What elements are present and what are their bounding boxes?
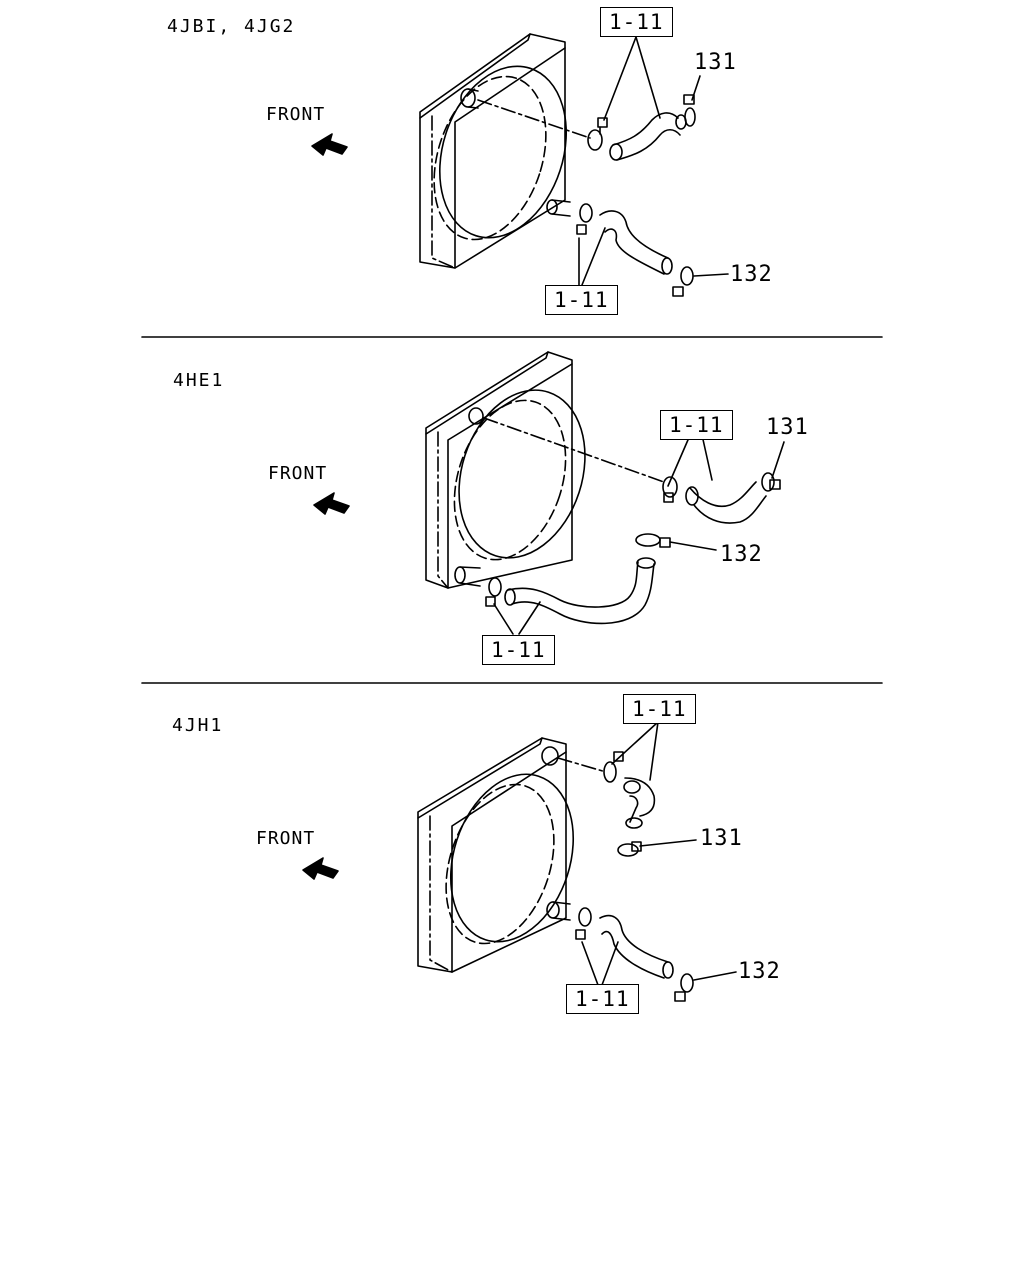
front-arrow-icon <box>302 857 339 880</box>
engine-label: 4JBI, 4JG2 <box>167 16 296 37</box>
lower-outlet-pipe <box>546 901 560 919</box>
panel-3-drawing <box>302 721 737 1002</box>
upper-radiator-hose <box>689 481 767 524</box>
reference-box-upper[interactable]: 1-11 <box>623 694 696 724</box>
lower-hose-clamp <box>579 203 593 223</box>
upper-hose-clamp <box>662 476 678 498</box>
part-number-upper-clamp[interactable]: 131 <box>700 826 743 851</box>
reference-box-lower[interactable]: 1-11 <box>566 984 639 1014</box>
hose-clamp-132 <box>680 266 694 286</box>
upper-radiator-hose <box>612 112 681 161</box>
hose-clamp-131 <box>684 107 696 127</box>
engine-label: 4JH1 <box>172 715 224 736</box>
upper-hose-clamp <box>603 761 617 783</box>
front-arrow-icon <box>313 492 350 515</box>
reference-box-lower[interactable]: 1-11 <box>545 285 618 315</box>
hose-clamp-131 <box>617 843 639 857</box>
hose-clamp-132 <box>680 973 694 993</box>
engine-label: 4HE1 <box>173 370 225 391</box>
radiator-shroud <box>425 351 586 589</box>
upper-radiator-hose <box>624 777 656 823</box>
upper-hose-clamp <box>587 129 603 151</box>
radiator-shroud <box>419 33 568 269</box>
upper-outlet-pipe <box>468 407 484 425</box>
lower-hose-clamp <box>488 577 502 597</box>
lower-radiator-hose <box>599 210 669 275</box>
lower-outlet-pipe <box>454 566 466 584</box>
reference-box-upper[interactable]: 1-11 <box>600 7 673 37</box>
upper-outlet-pipe <box>541 746 559 766</box>
lower-radiator-hose <box>599 914 669 979</box>
radiator-shroud <box>417 737 575 973</box>
reference-box-lower[interactable]: 1-11 <box>482 635 555 665</box>
panel-1-drawing <box>311 33 729 297</box>
front-label: FRONT <box>268 463 328 484</box>
part-number-upper-clamp[interactable]: 131 <box>766 415 809 440</box>
part-number-lower-clamp[interactable]: 132 <box>738 959 781 984</box>
hose-clamp-131 <box>761 472 775 492</box>
part-number-upper-clamp[interactable]: 131 <box>694 50 737 75</box>
hose-clamp-132 <box>635 533 661 547</box>
panel-2-drawing <box>313 351 785 635</box>
front-arrow-icon <box>311 133 348 156</box>
part-number-lower-clamp[interactable]: 132 <box>730 262 773 287</box>
lower-radiator-hose <box>507 561 655 625</box>
lower-hose-clamp <box>578 907 592 927</box>
front-label: FRONT <box>266 104 326 125</box>
front-label: FRONT <box>256 828 316 849</box>
reference-box-upper[interactable]: 1-11 <box>660 410 733 440</box>
part-number-lower-clamp[interactable]: 132 <box>720 542 763 567</box>
